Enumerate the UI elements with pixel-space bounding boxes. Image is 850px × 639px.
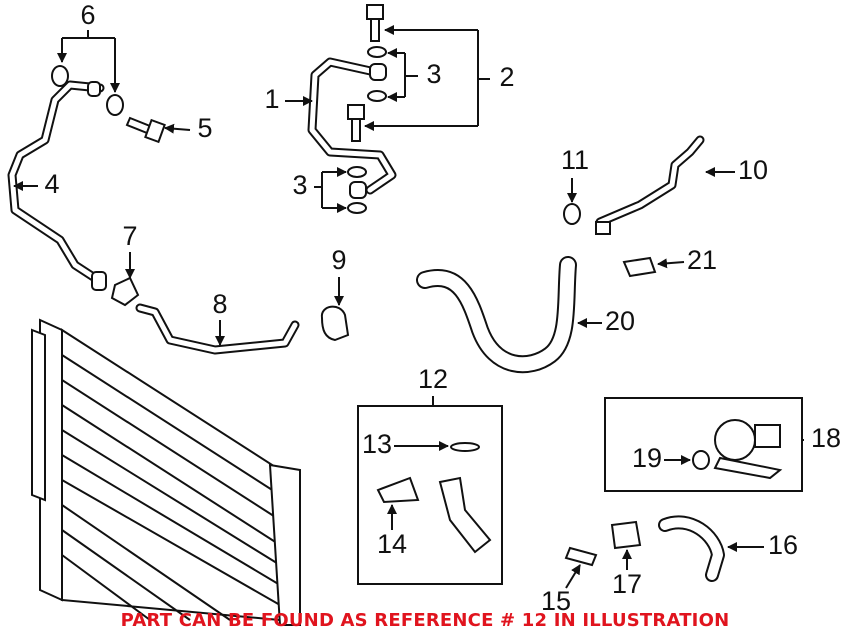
valve [713, 419, 783, 480]
box-18 [604, 397, 803, 492]
o-ring-6a [51, 65, 69, 87]
clamp-7 [110, 276, 140, 307]
callout-6: 6 [80, 0, 95, 30]
callout-17: 17 [612, 569, 642, 599]
callout-18: 18 [811, 423, 841, 453]
callout-3b: 3 [292, 170, 307, 200]
callout-11: 11 [561, 145, 589, 175]
leader-lines [13, 25, 804, 589]
bolt-5 [125, 116, 166, 144]
callouts: 1 2 3 3 4 5 6 7 8 9 10 11 12 13 14 15 16… [44, 0, 841, 616]
o-ring-11 [563, 203, 581, 225]
callout-10: 10 [738, 155, 768, 185]
pipe-1 [307, 57, 397, 199]
clamp-21 [622, 256, 657, 278]
callout-7: 7 [122, 221, 137, 251]
o-ring-6b [106, 94, 124, 116]
callout-13: 13 [362, 429, 392, 459]
callout-5: 5 [197, 113, 212, 143]
callout-14: 14 [377, 529, 407, 559]
clamp-17 [610, 520, 642, 550]
callout-19: 19 [632, 443, 662, 473]
callout-3a: 3 [426, 59, 441, 89]
box-12 [357, 405, 503, 585]
callout-4: 4 [44, 169, 59, 199]
clip-14 [376, 476, 420, 504]
reference-note: PART CAN BE FOUND AS REFERENCE # 12 IN I… [120, 610, 730, 631]
hose-16 [658, 515, 725, 582]
callout-8: 8 [212, 289, 227, 319]
callout-16: 16 [768, 530, 798, 560]
radiator [31, 318, 301, 626]
o-ring-19 [692, 450, 710, 470]
callout-1: 1 [264, 84, 279, 114]
callout-12: 12 [418, 364, 448, 394]
callout-21: 21 [687, 245, 717, 275]
connector-hose [438, 476, 492, 554]
pipe-8 [135, 303, 300, 355]
bolts-2 [347, 4, 384, 142]
callout-9: 9 [331, 245, 346, 275]
connector-15 [564, 546, 598, 567]
callout-2: 2 [499, 62, 514, 92]
callout-20: 20 [605, 306, 635, 336]
hose-20 [416, 256, 577, 374]
clamp-9 [320, 305, 350, 342]
pipe-10 [595, 135, 705, 235]
callout-15: 15 [541, 586, 571, 616]
o-ring-13 [450, 442, 480, 452]
o-rings-3 [347, 46, 387, 214]
pipe-4 [7, 80, 107, 291]
